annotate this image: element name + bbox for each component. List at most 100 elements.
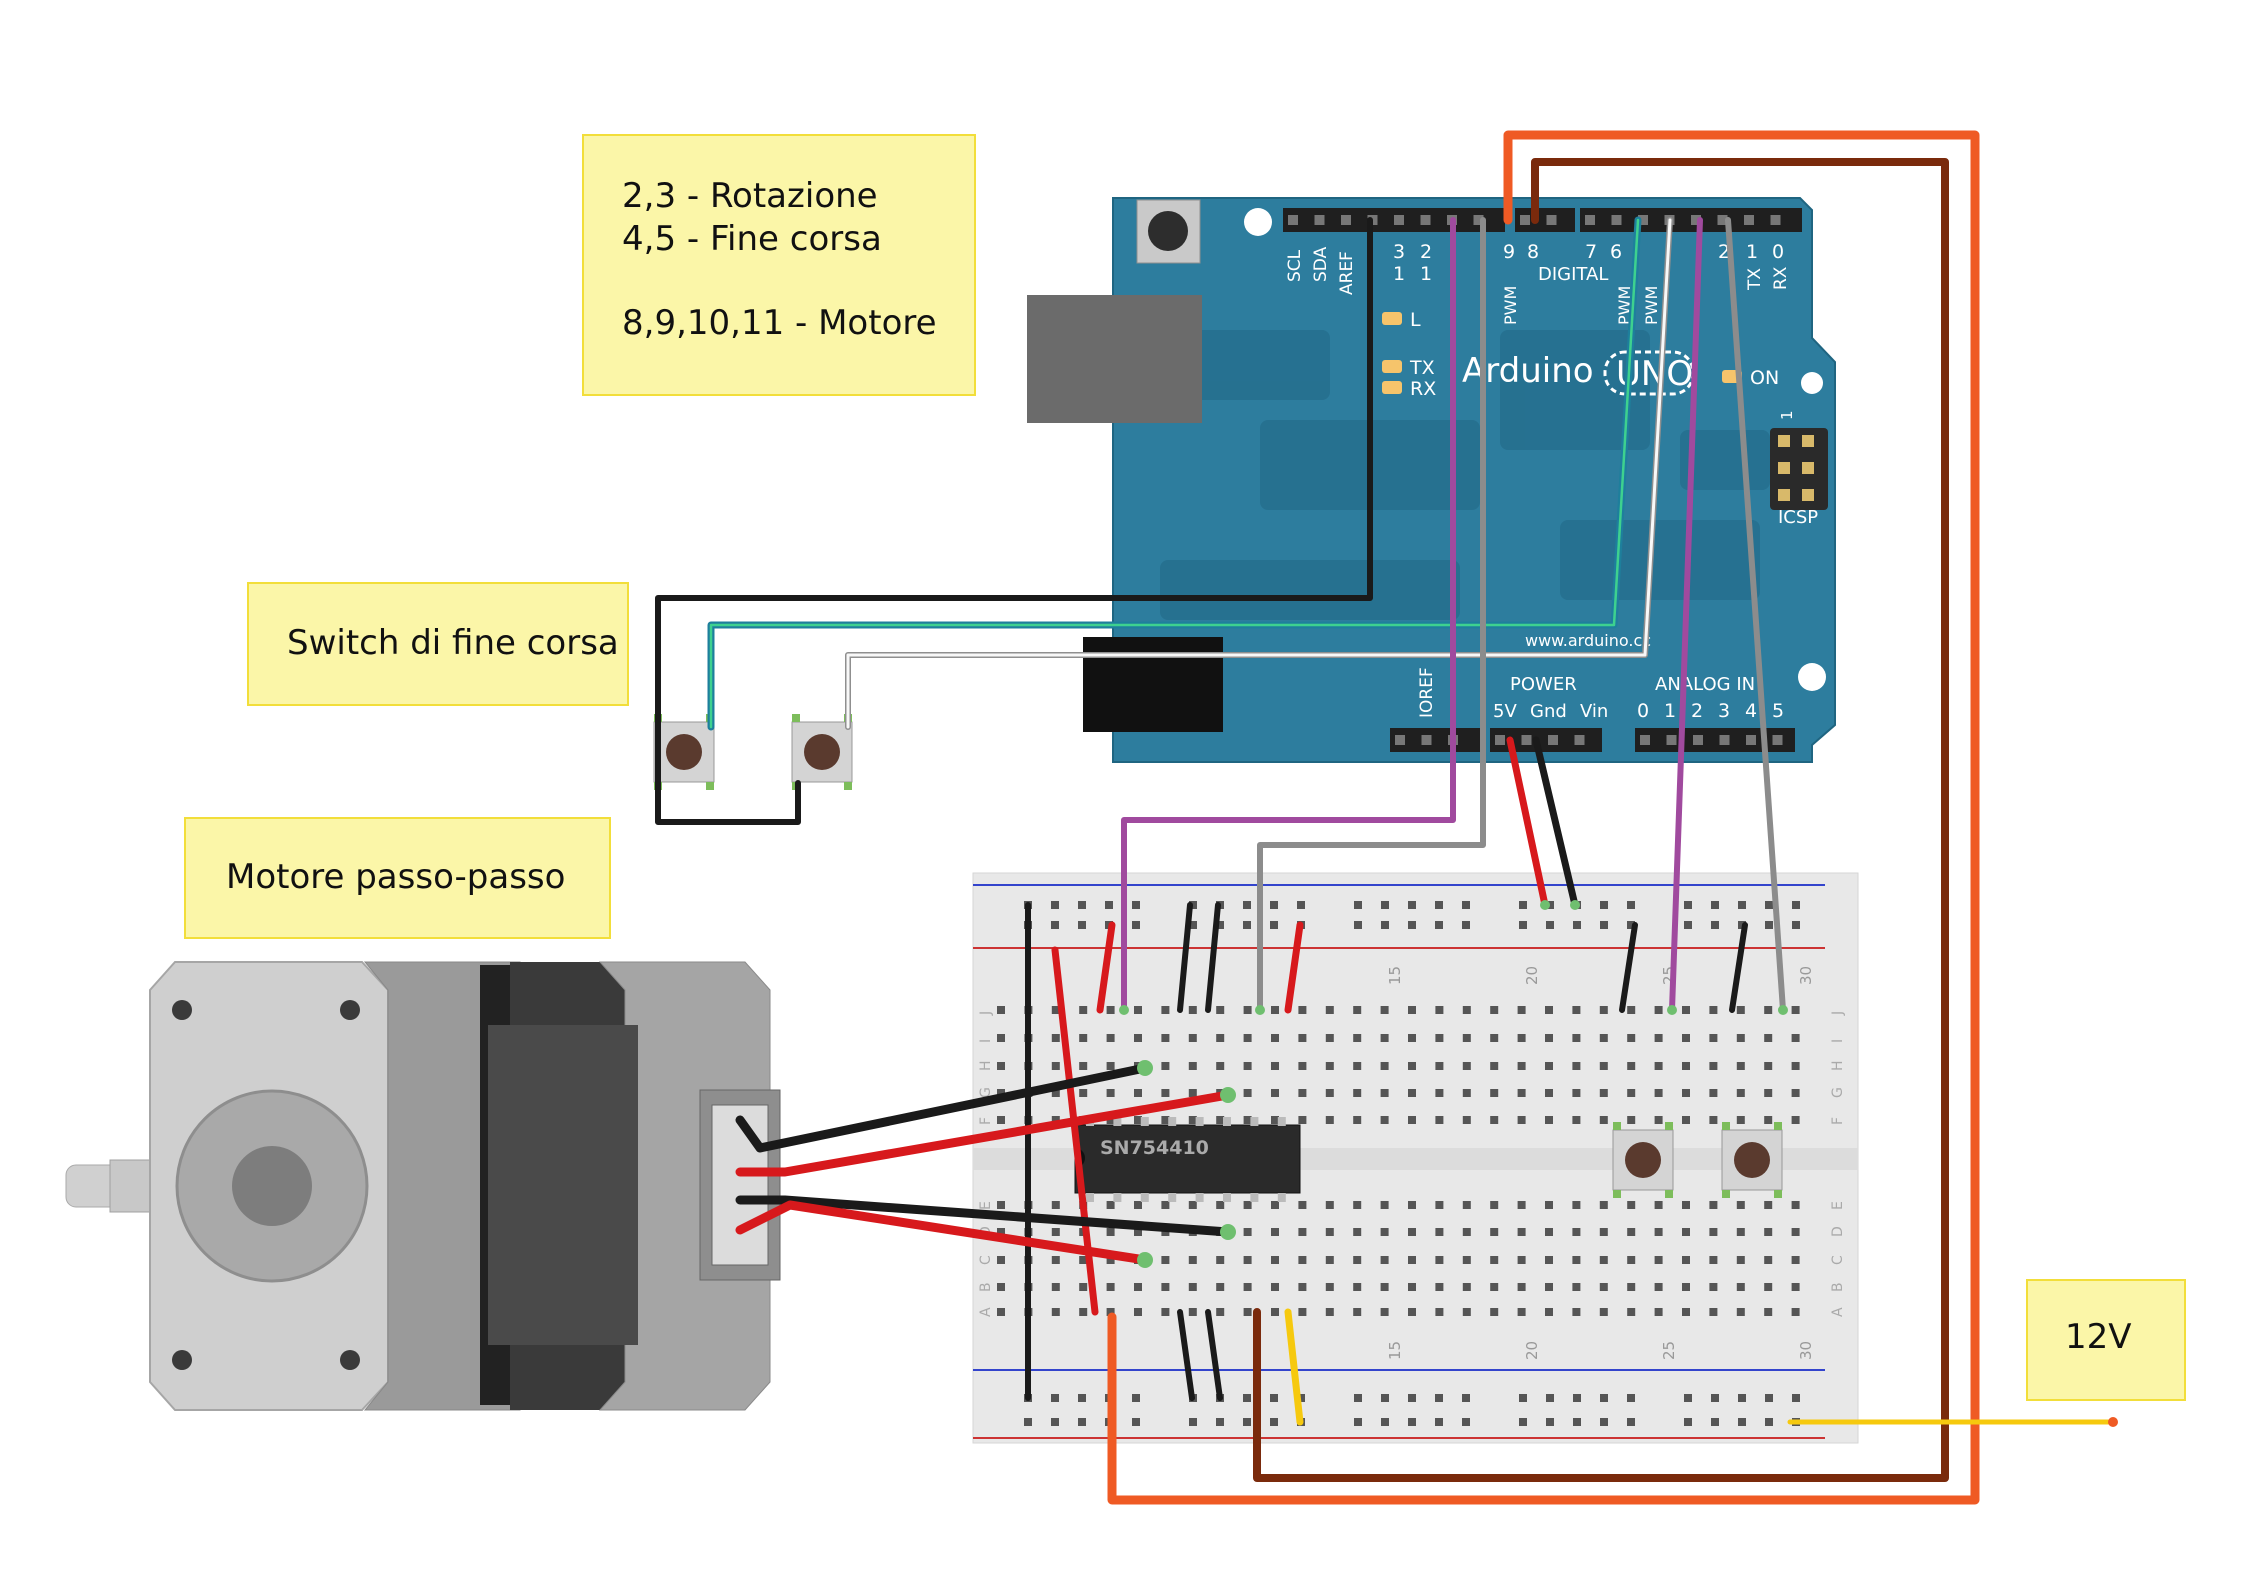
header-power-left xyxy=(1390,728,1482,752)
breadboard-hole xyxy=(1353,1062,1362,1070)
button-leg xyxy=(1665,1190,1673,1198)
breadboard-hole xyxy=(1490,1201,1499,1209)
button-cap xyxy=(666,734,702,770)
breadboard-hole xyxy=(1791,1308,1800,1316)
chip-pin xyxy=(1168,1117,1177,1126)
breadboard-hole xyxy=(1627,1201,1636,1209)
chip-pin xyxy=(1113,1117,1122,1126)
pin-5v-label: 5V xyxy=(1493,701,1517,722)
breadboard-hole xyxy=(1736,1283,1745,1291)
breadboard-hole xyxy=(1462,1308,1471,1316)
breadboard-hole xyxy=(1517,1308,1526,1316)
row-letter: I xyxy=(978,1039,994,1043)
mounting-hole xyxy=(1244,208,1272,236)
breadboard-hole xyxy=(1380,1256,1389,1264)
breadboard-hole xyxy=(1408,1201,1416,1209)
arduino-pcb xyxy=(1112,197,1836,763)
breadboard-hole xyxy=(1408,1089,1416,1097)
pin-number: 2 xyxy=(1420,241,1432,263)
breadboard-hole xyxy=(1079,1283,1088,1291)
breadboard-hole xyxy=(1709,1228,1718,1236)
breadboard-hole xyxy=(1106,1034,1115,1042)
rail-hole xyxy=(1519,1394,1527,1402)
chip-pins xyxy=(1086,1117,1286,1202)
rail-hole xyxy=(1078,1418,1086,1426)
header-pin xyxy=(1717,215,1728,225)
breadboard-hole xyxy=(1243,1201,1252,1209)
breadboard-hole xyxy=(1243,1034,1252,1042)
rail-hole xyxy=(1462,921,1470,929)
pin-scl-label: SCL xyxy=(1285,249,1305,282)
reset-button-cap xyxy=(1148,211,1188,251)
breadboard-hole xyxy=(1654,1256,1663,1264)
breadboard-hole xyxy=(1134,1308,1142,1316)
breadboard-hole xyxy=(1408,1006,1416,1014)
breadboard-hole xyxy=(1134,1283,1142,1291)
analog-number: 3 xyxy=(1718,700,1730,722)
rail-hole xyxy=(1189,921,1197,929)
rail-hole xyxy=(1573,921,1581,929)
header-pin xyxy=(1585,215,1595,225)
rotation-button-2 xyxy=(1721,1122,1783,1198)
motor-wire-black xyxy=(735,1195,1233,1237)
breadboard-hole xyxy=(1490,1062,1499,1070)
breadboard-hole xyxy=(1462,1006,1471,1014)
breadboard-hole xyxy=(1545,1308,1553,1316)
rail-hole xyxy=(1792,1394,1800,1402)
breadboard-hole xyxy=(1627,1283,1636,1291)
jumper-black-bottom xyxy=(1177,1309,1195,1401)
note-switch: Switch di fine corsa xyxy=(247,582,629,706)
button-leg xyxy=(1665,1122,1673,1130)
breadboard-hole xyxy=(1599,1201,1608,1209)
jumper-black-bottom xyxy=(1205,1309,1223,1401)
rail-hole xyxy=(1354,901,1362,909)
breadboard-hole xyxy=(1462,1034,1471,1042)
breadboard-hole xyxy=(1654,1006,1663,1014)
pwm-label: PWM xyxy=(1501,286,1520,325)
breadboard-hole xyxy=(1736,1006,1745,1014)
breadboard-hole xyxy=(1572,1228,1581,1236)
limit-switch-2 xyxy=(791,714,853,790)
col-number: 20 xyxy=(1523,966,1541,985)
button-cap xyxy=(1625,1142,1661,1178)
breadboard-hole xyxy=(1572,1283,1581,1291)
breadboard-hole xyxy=(997,1062,1005,1070)
breadboard-hole xyxy=(1435,1283,1444,1291)
rail-hole xyxy=(1354,1394,1362,1402)
jumper-black-top xyxy=(1205,902,1221,1013)
breadboard-hole xyxy=(1627,1062,1636,1070)
breadboard-hole xyxy=(1325,1089,1334,1097)
jumper-red-top xyxy=(1096,921,1116,1014)
breadboard-hole xyxy=(1353,1006,1362,1014)
col-number: 15 xyxy=(1386,1341,1404,1360)
breadboard-hole xyxy=(1325,1116,1334,1124)
motor-wire-red xyxy=(735,1200,1150,1265)
breadboard-hole xyxy=(1490,1116,1499,1124)
breadboard-hole xyxy=(1490,1256,1499,1264)
breadboard-hole xyxy=(1380,1308,1389,1316)
breadboard-hole xyxy=(1462,1062,1471,1070)
rail-hole xyxy=(1132,1418,1140,1426)
rail-hole xyxy=(1243,921,1251,929)
breadboard-hole xyxy=(1106,1062,1115,1070)
motor-wire-red xyxy=(735,1090,1233,1177)
header-pin xyxy=(1420,215,1431,225)
breadboard-hole xyxy=(1791,1201,1800,1209)
rail-hole xyxy=(1684,921,1692,929)
breadboard-hole xyxy=(1490,1228,1499,1236)
breadboard-hole xyxy=(1380,1228,1389,1236)
rail-hole xyxy=(1792,901,1800,909)
breadboard-hole xyxy=(1736,1201,1745,1209)
rail-hole xyxy=(1684,1394,1692,1402)
rail-hole xyxy=(1627,901,1635,909)
rail-hole xyxy=(1711,1418,1719,1426)
breadboard-hole xyxy=(1161,1201,1170,1209)
mounting-hole xyxy=(1798,663,1826,691)
breadboard-hole xyxy=(1599,1062,1608,1070)
rail-hole xyxy=(1243,1394,1251,1402)
button-leg xyxy=(1722,1122,1730,1130)
pin-number: 1 xyxy=(1420,263,1432,285)
breadboard-hole xyxy=(1271,1256,1279,1264)
row-letter: J xyxy=(1830,1011,1846,1016)
breadboard-hole xyxy=(1380,1089,1389,1097)
